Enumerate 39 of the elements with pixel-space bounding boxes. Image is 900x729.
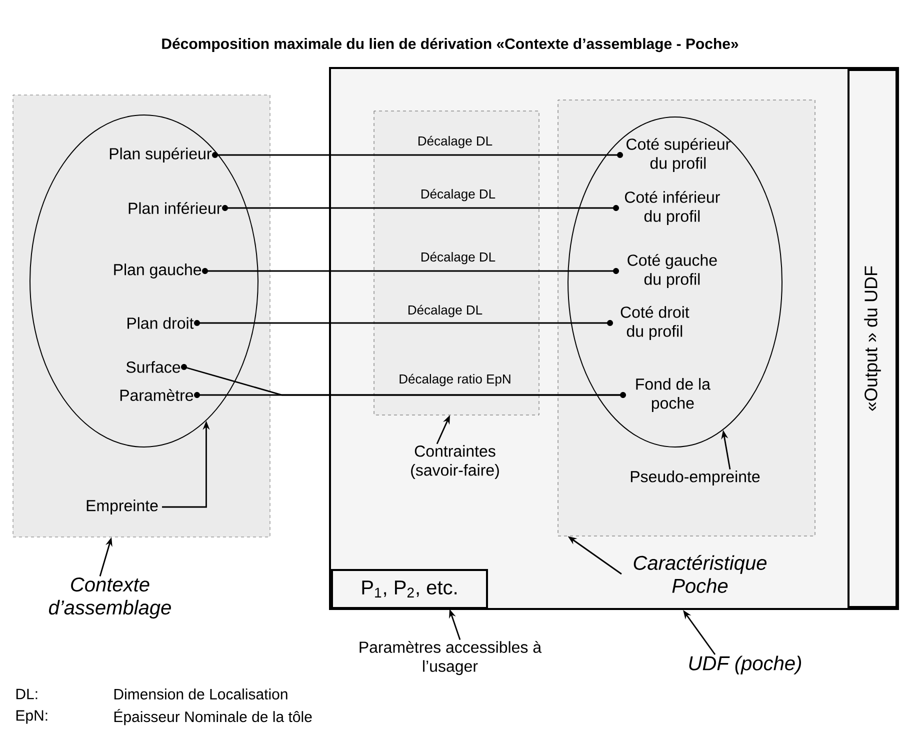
dashed-frame: [12, 94, 270, 538]
definition: Dimension de Localisation: [114, 688, 288, 700]
edge-label: Décalage DL: [406, 304, 484, 318]
leader-label: Empreinte: [86, 500, 158, 514]
ellipse: [568, 116, 782, 448]
plane-label: Plan droit: [128, 317, 200, 329]
leader-label: Pseudo-empreinte: [630, 470, 760, 486]
output-band: «Output » du UDF: [848, 69, 898, 608]
edge-label: Décalage DL: [419, 188, 497, 202]
connector-line: [197, 322, 610, 324]
leader-label: Paramètres accessibles à l’usager: [360, 640, 542, 676]
leader-label: Caractéristique Poche: [634, 555, 766, 593]
dashed-frame: [558, 100, 816, 536]
abbreviation: DL:: [16, 688, 38, 700]
parameter-box: P$_{1}$, P$_{2}$, etc.: [331, 569, 488, 609]
plane-label: Paramètre: [120, 389, 200, 401]
leader-label: Contexte d’assemblage: [48, 577, 171, 619]
connector-line: [225, 207, 616, 209]
side-label: Coté supérieur du profil: [617, 138, 730, 172]
side-label: Coté inférieur du profil: [613, 190, 720, 226]
edge-label: Décalage DL: [416, 134, 494, 150]
plane-label: Plan gauche: [114, 264, 208, 278]
plane-label: Plan supérieur: [110, 147, 218, 163]
connector-line: [197, 394, 623, 396]
definition: Épaisseur Nominale de la tôle: [114, 708, 312, 726]
ellipse: [30, 114, 258, 448]
connector-line: [205, 270, 616, 272]
leader-label: UDF (poche): [689, 656, 802, 674]
side-label: Coté gauche du profil: [613, 254, 717, 288]
edge-label: Décalage ratio EpN: [398, 372, 512, 388]
plane-label: Surface: [126, 361, 187, 373]
edge-label: Décalage DL: [419, 250, 497, 266]
leader-label: Contraintes (savoir-faire): [411, 445, 499, 479]
side-label: Coté droit du profil: [607, 306, 690, 340]
abbreviation: EpN:: [16, 710, 48, 724]
connector-line: [215, 154, 620, 156]
title: Décomposition maximale du lien de dérivation «Contexte d’assemblage - Poche»: [162, 38, 738, 52]
plane-label: Plan inférieur: [128, 202, 228, 214]
side-label: Fond de la poche: [620, 378, 710, 412]
